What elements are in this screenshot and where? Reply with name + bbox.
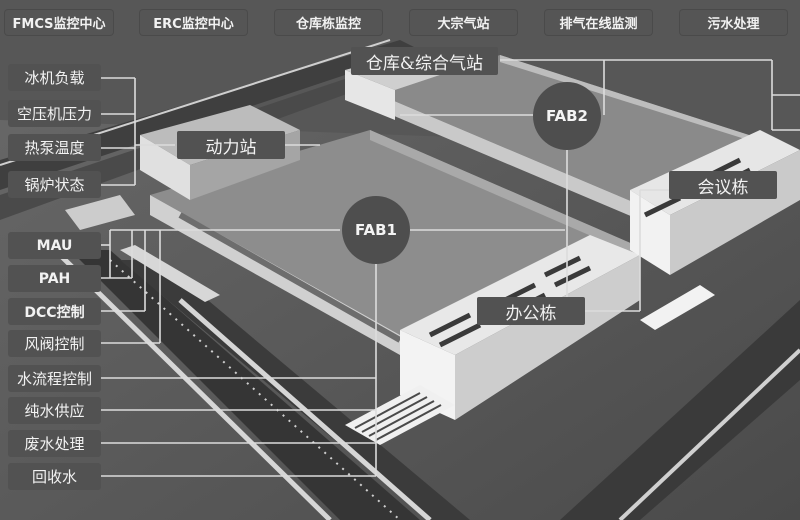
building-conference[interactable]: 会议栋 bbox=[669, 171, 777, 199]
label-air-compressor-pressure[interactable]: 空压机压力 bbox=[8, 100, 101, 127]
nav-exhaust-monitoring[interactable]: 排气在线监测 bbox=[545, 10, 652, 35]
label-chiller-load[interactable]: 冰机负载 bbox=[8, 64, 101, 91]
label-mau[interactable]: MAU bbox=[8, 232, 101, 259]
label-water-process-control[interactable]: 水流程控制 bbox=[8, 365, 101, 392]
nav-erc-monitoring[interactable]: ERC监控中心 bbox=[140, 10, 247, 35]
building-power-station[interactable]: 动力站 bbox=[177, 131, 285, 159]
label-recycled-water[interactable]: 回收水 bbox=[8, 463, 101, 490]
building-warehouse-gas-station[interactable]: 仓库&综合气站 bbox=[351, 47, 498, 75]
building-office[interactable]: 办公栋 bbox=[477, 297, 585, 325]
nav-fmcs-monitoring[interactable]: FMCS监控中心 bbox=[5, 10, 113, 35]
building-fab1[interactable]: FAB1 bbox=[342, 196, 410, 264]
label-heat-pump-temperature[interactable]: 热泵温度 bbox=[8, 134, 101, 161]
label-pure-water-supply[interactable]: 纯水供应 bbox=[8, 397, 101, 424]
label-wastewater-treatment[interactable]: 废水处理 bbox=[8, 430, 101, 457]
nav-warehouse-monitoring[interactable]: 仓库栋监控 bbox=[275, 10, 382, 35]
nav-bulk-gas-station[interactable]: 大宗气站 bbox=[410, 10, 517, 35]
label-damper-control[interactable]: 风阀控制 bbox=[8, 330, 101, 357]
nav-wastewater-treatment[interactable]: 污水处理 bbox=[680, 10, 787, 35]
label-pah[interactable]: PAH bbox=[8, 265, 101, 292]
building-fab2[interactable]: FAB2 bbox=[533, 82, 601, 150]
label-boiler-status[interactable]: 锅炉状态 bbox=[8, 171, 101, 198]
label-dcc-control[interactable]: DCC控制 bbox=[8, 298, 101, 325]
